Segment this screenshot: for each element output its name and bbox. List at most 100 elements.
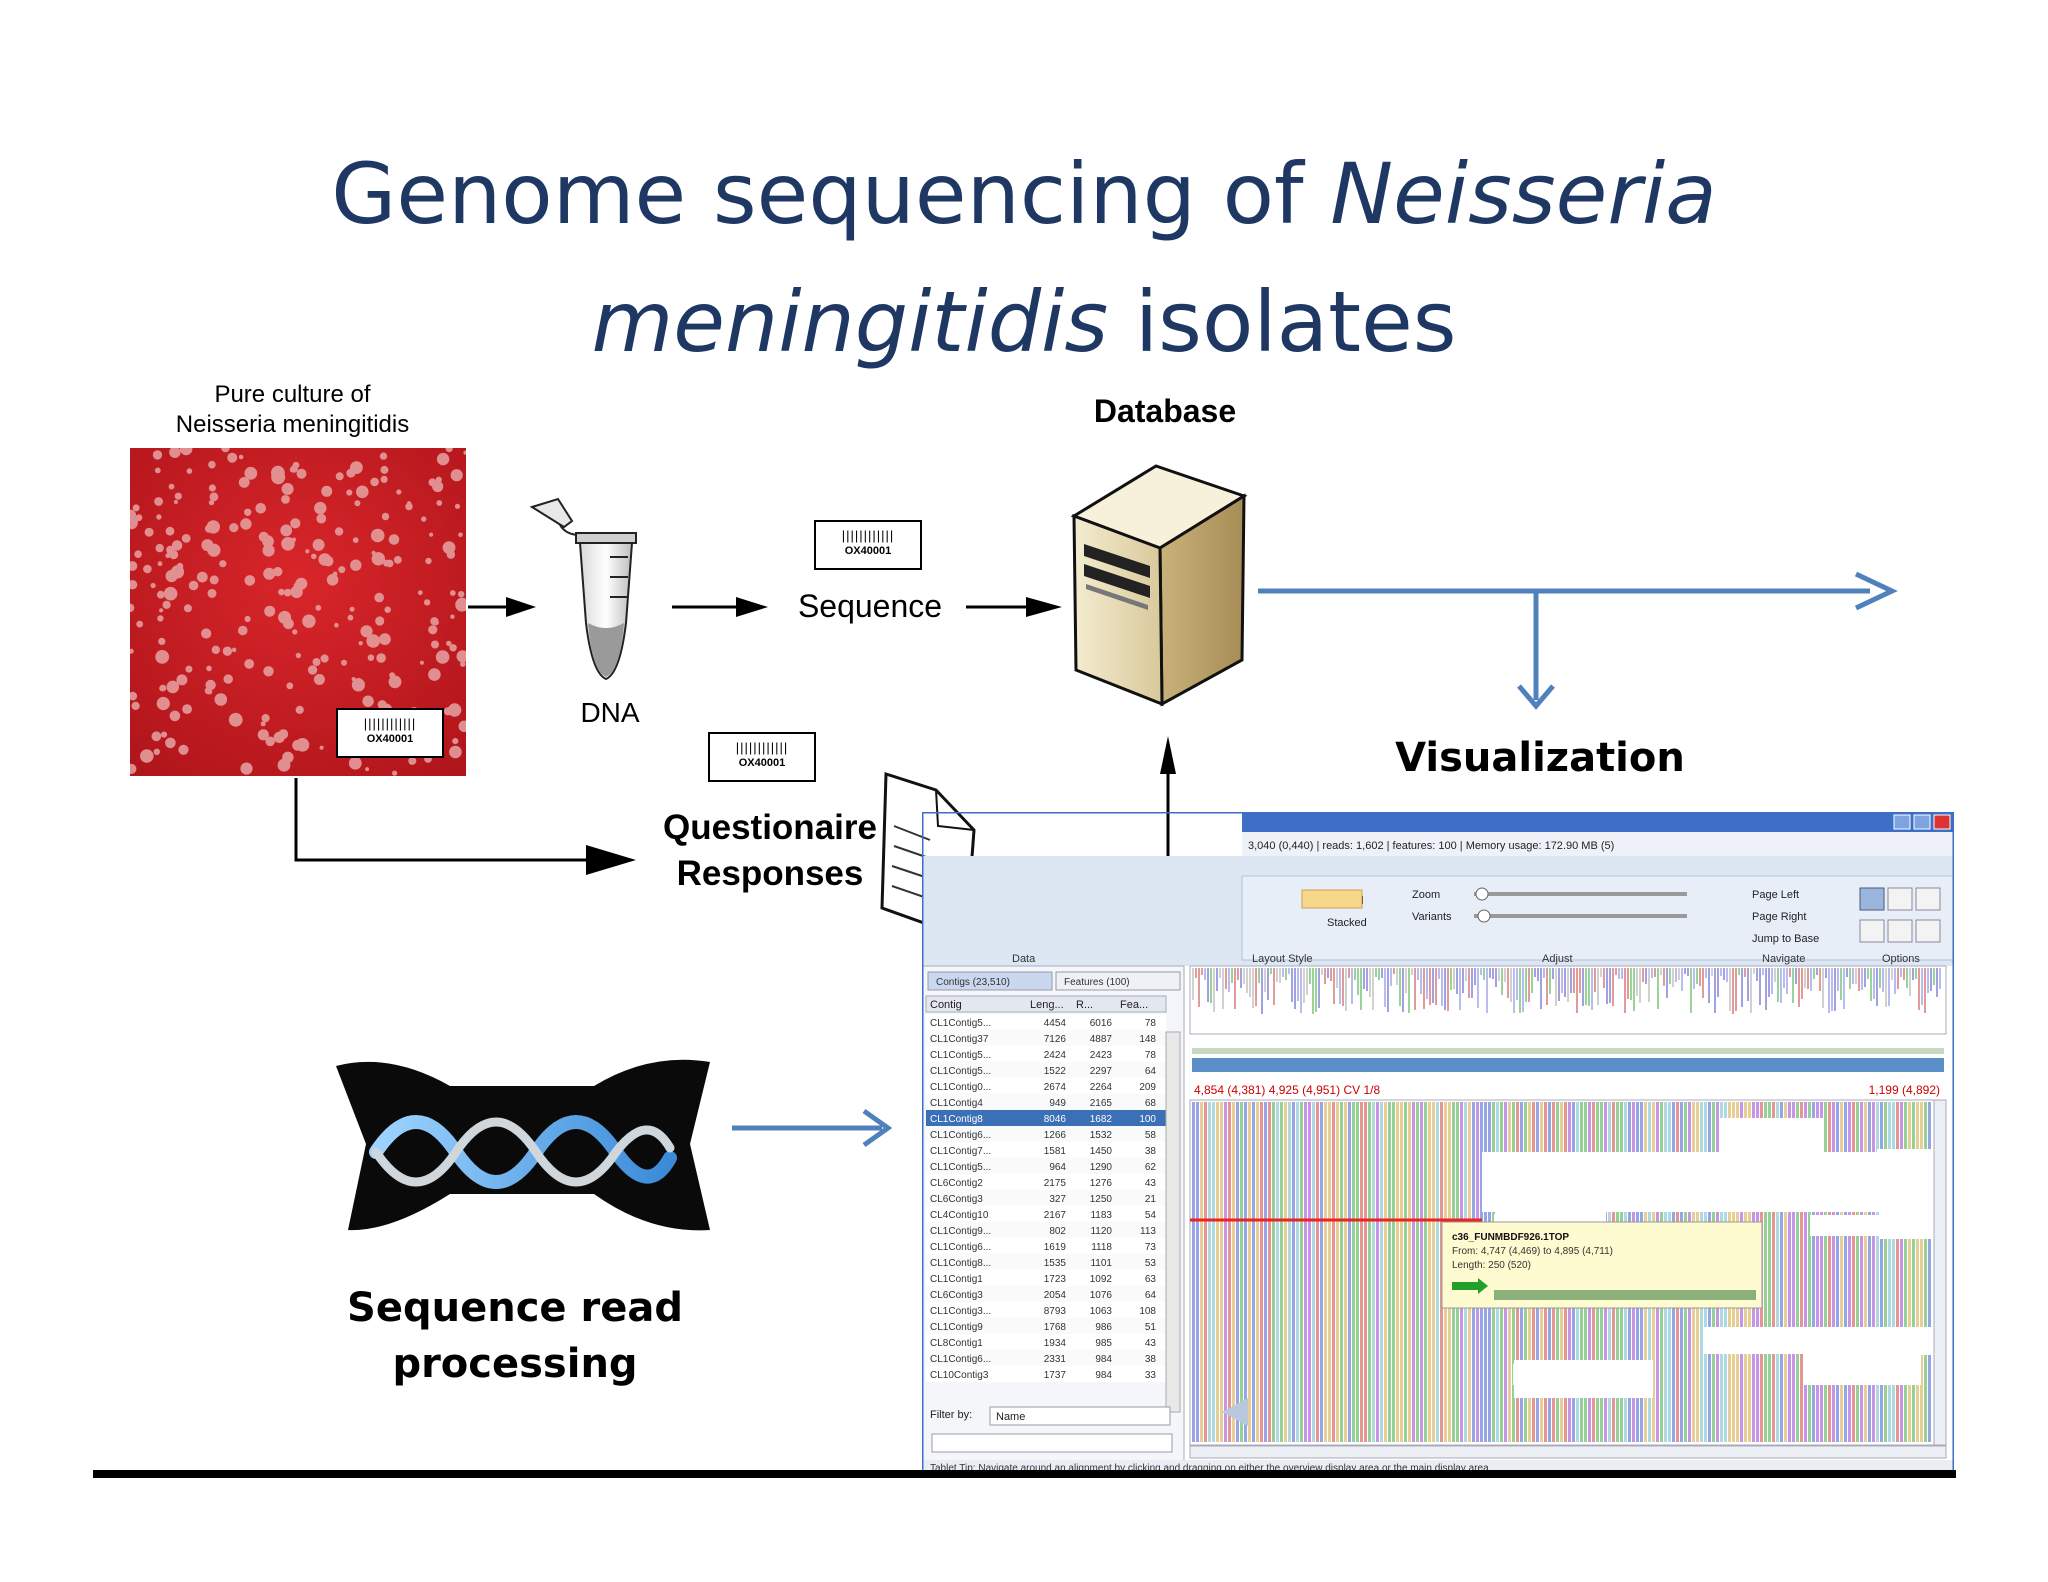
table-cell: CL1Contig0...: [930, 1082, 991, 1093]
filter-input[interactable]: [931, 1433, 1173, 1453]
table-cell: 7126: [1044, 1034, 1067, 1045]
table-row[interactable]: [926, 1334, 1166, 1350]
arrow-tube-to-sequence: [672, 597, 768, 617]
tab-0[interactable]: [927, 971, 1053, 991]
table-cell: CL1Contig7...: [930, 1146, 991, 1157]
table-row[interactable]: [926, 1302, 1166, 1318]
table-cell: 1118: [1091, 1242, 1112, 1253]
table-row[interactable]: [926, 1142, 1166, 1158]
table-row[interactable]: [926, 1014, 1166, 1030]
questionnaire-label: Questionaire Responses: [663, 808, 877, 893]
table-row[interactable]: [926, 1350, 1166, 1366]
status-text: 3,040 (0,440) | reads: 1,602 | features:…: [1248, 840, 1614, 852]
scale-right: 1,199 (4,892): [1869, 1083, 1940, 1097]
table-cell: 8793: [1044, 1306, 1067, 1317]
table-cell: 2674: [1044, 1082, 1067, 1093]
table-cell: CL1Contig6...: [930, 1130, 991, 1141]
filter-label: Filter by:: [930, 1409, 972, 1421]
table-row[interactable]: [926, 1046, 1166, 1062]
table-row[interactable]: [926, 1062, 1166, 1078]
table-row[interactable]: [926, 1318, 1166, 1334]
arrow-plate-to-questionnaire: [294, 778, 636, 875]
table-row[interactable]: [926, 1238, 1166, 1254]
table-row[interactable]: [926, 1206, 1166, 1222]
nav-page-left[interactable]: Page Left: [1752, 889, 1799, 901]
table-cell: 209: [1139, 1082, 1156, 1093]
table-cell: 1250: [1090, 1194, 1113, 1205]
filter-select-value: Name: [996, 1411, 1025, 1423]
table-cell: 1276: [1090, 1178, 1113, 1189]
table-cell: CL1Contig3...: [930, 1306, 991, 1317]
table-cell: 964: [1049, 1162, 1066, 1173]
table-cell: 4454: [1044, 1018, 1067, 1029]
table-row[interactable]: [926, 1078, 1166, 1094]
table-row[interactable]: [926, 1190, 1166, 1206]
sequence-viewer-screenshot: 3,040 (0,440) | reads: 1,602 | features:…: [922, 812, 1954, 1474]
table-cell: 949: [1049, 1098, 1066, 1109]
filter-select[interactable]: [989, 1406, 1171, 1426]
table-cell: 68: [1145, 1098, 1157, 1109]
nav-jump-to-base[interactable]: Jump to Base: [1752, 933, 1819, 945]
agar-plate-image: [130, 448, 466, 776]
ribbon-group-layout-style: Layout Style: [1252, 953, 1313, 965]
table-cell: 1183: [1090, 1210, 1112, 1221]
column-header-1[interactable]: Leng...: [1030, 999, 1064, 1011]
table-cell: 984: [1095, 1354, 1112, 1365]
nav-page-right[interactable]: Page Right: [1752, 911, 1806, 923]
table-cell: CL1Contig9...: [930, 1226, 991, 1237]
table-cell: CL1Contig1: [930, 1274, 983, 1285]
table-cell: 43: [1145, 1338, 1157, 1349]
database-label: Database: [1093, 393, 1237, 429]
table-row[interactable]: [926, 1270, 1166, 1286]
table-cell: 78: [1145, 1050, 1157, 1061]
table-cell: 1266: [1044, 1130, 1067, 1141]
column-header-2[interactable]: R...: [1076, 999, 1093, 1011]
barcode-culture: |||||||||||| OX40001: [336, 708, 444, 758]
table-cell: 64: [1145, 1066, 1157, 1077]
column-header-0[interactable]: Contig: [930, 999, 962, 1011]
table-row[interactable]: [926, 1286, 1166, 1302]
table-cell: 6016: [1090, 1018, 1113, 1029]
table-cell: CL1Contig4: [930, 1098, 983, 1109]
table-row[interactable]: [926, 1174, 1166, 1190]
table-cell: 2331: [1044, 1354, 1067, 1365]
table-cell: CL10Contig3: [930, 1370, 989, 1381]
table-cell: CL1Contig6...: [930, 1242, 991, 1253]
arrow-plate-to-tube: [468, 597, 536, 617]
table-cell: 986: [1095, 1322, 1112, 1333]
adjust-variants[interactable]: Variants: [1412, 911, 1452, 923]
table-cell: 64: [1145, 1290, 1157, 1301]
adjust-zoom[interactable]: Zoom: [1412, 889, 1440, 901]
table-row[interactable]: [926, 1126, 1166, 1142]
tablet-tip-text: Tablet Tip: Navigate around an alignment…: [930, 1463, 1489, 1474]
table-row[interactable]: [926, 1094, 1166, 1110]
table-cell: CL1Contig9: [930, 1322, 983, 1333]
table-cell: 4887: [1090, 1034, 1113, 1045]
table-cell: 2423: [1090, 1050, 1113, 1061]
table-cell: CL1Contig8: [930, 1114, 983, 1125]
scale-left: 4,854 (4,381) 4,925 (4,951) CV 1/8: [1194, 1083, 1380, 1097]
processing-label: Sequence read processing: [347, 1285, 683, 1387]
layout-option-stacked[interactable]: Stacked: [1327, 917, 1367, 929]
ribbon-group-options: Options: [1882, 953, 1920, 965]
table-cell: 1768: [1044, 1322, 1067, 1333]
tab-1[interactable]: [1055, 971, 1181, 991]
table-row[interactable]: [926, 1110, 1166, 1126]
table-cell: 2297: [1090, 1066, 1113, 1077]
table-cell: CL1Contig37: [930, 1034, 989, 1045]
table-row[interactable]: [926, 1366, 1166, 1382]
table-row[interactable]: [926, 1158, 1166, 1174]
table-row[interactable]: [926, 1254, 1166, 1270]
table-cell: 51: [1145, 1322, 1157, 1333]
column-header-3[interactable]: Fea...: [1120, 999, 1148, 1011]
table-cell: CL6Contig3: [930, 1194, 983, 1205]
table-cell: 62: [1145, 1162, 1157, 1173]
table-row[interactable]: [926, 1030, 1166, 1046]
table-cell: 2264: [1090, 1082, 1113, 1093]
table-cell: 1092: [1090, 1274, 1113, 1285]
table-row[interactable]: [926, 1222, 1166, 1238]
table-cell: 2175: [1044, 1178, 1067, 1189]
bowtie-dna-image: [336, 1059, 710, 1231]
